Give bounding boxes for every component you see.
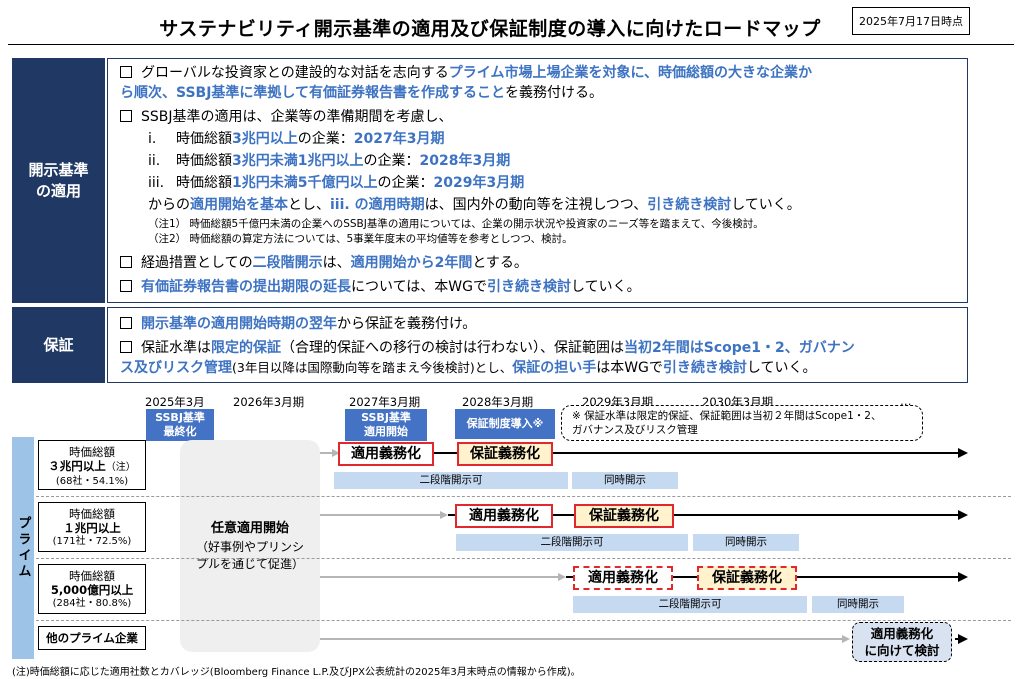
simultaneous-disclosure-band: 同時開示	[693, 534, 799, 551]
prime-market-label: プライム	[12, 437, 34, 659]
schedule-item-2: ii.時価総額3兆円未満1兆円以上の企業：2028年3月期	[148, 153, 511, 169]
year-label: 2025年3月	[145, 395, 205, 409]
year-label: 2026年3月期	[233, 395, 305, 409]
section-box-disclosure: グローバルな投資家との建設的な対話を志向するプライム市場上場企業を対象に、時価総…	[107, 58, 968, 303]
year-label: …	[900, 394, 912, 408]
assurance-bullet-2: 保証水準は限定的保証（合理的保証への移行の検討は行わない）、保証範囲は当初2年間…	[120, 338, 855, 358]
row-divider	[36, 620, 1011, 621]
section-label-assurance: 保証	[12, 307, 105, 383]
section-box-assurance: 開示基準の適用開始時期の翌年から保証を義務付け。 保証水準は限定的保証（合理的保…	[107, 307, 968, 383]
timeline-grey-arrow	[320, 576, 558, 578]
two-stage-disclosure-band: 二段階開示可	[334, 472, 568, 489]
date-stamp: 2025年7月17日時点	[852, 7, 970, 35]
disclosure-bullet-3: 経過措置としての二段階開示は、適用開始から2年間とする。	[120, 253, 528, 273]
note-1: （注1） 時価総額5千億円未満の企業へのSSBJ基準の適用については、企業の開示…	[148, 218, 764, 230]
category-3-trillion: 時価総額 ３兆円以上（注） (68社・54.1%)	[38, 440, 146, 490]
mandatory-assurance-badge: 保証義務化	[457, 442, 553, 466]
checkbox-bullet-icon	[120, 280, 132, 292]
disclosure-bullet-1: グローバルな投資家との建設的な対話を志向するプライム市場上場企業を対象に、時価総…	[120, 63, 812, 83]
arrowhead-icon	[958, 634, 968, 644]
timeline-arrow	[448, 514, 958, 516]
assurance-bullet-2-cont: ス及びリスク管理(3年目以降は国際動向等を踏まえ今後検討)とし、保証の担い手は本…	[120, 360, 817, 376]
checkbox-bullet-icon	[120, 317, 132, 329]
two-stage-disclosure-band: 二段階開示可	[456, 534, 688, 551]
checkbox-bullet-icon	[120, 66, 132, 78]
consider-mandatory-box: 適用義務化 に向けて検討	[852, 622, 952, 662]
title-divider	[8, 44, 1014, 45]
mandatory-application-badge: 適用義務化	[338, 442, 434, 466]
timeline-grey-arrow	[320, 452, 332, 454]
event-ssbj-final: SSBJ基準 最終化	[146, 409, 214, 441]
row-divider	[36, 496, 1011, 497]
checkbox-bullet-icon	[120, 110, 132, 122]
mandatory-application-badge: 適用義務化	[573, 566, 673, 590]
category-500-billion: 時価総額 5,000億円以上 (284社・80.8%)	[38, 564, 146, 614]
arrowhead-icon	[440, 511, 448, 519]
timeline-arrow	[955, 638, 958, 640]
event-assurance-start: 保証制度導入※	[455, 409, 555, 439]
event-ssbj-start: SSBJ基準 適用開始	[345, 409, 427, 441]
page-title: サステナビリティ開示基準の適用及び保証制度の導入に向けたロードマップ	[159, 18, 821, 40]
schedule-item-3: iii.時価総額1兆円未満5千億円以上の企業：2029年3月期	[148, 175, 525, 191]
voluntary-subtitle: （好事例やプリンシ プルを通じて促進）	[195, 539, 304, 571]
simultaneous-disclosure-band: 同時開示	[572, 472, 678, 489]
disclosure-bullet-2: SSBJ基準の適用は、企業等の準備期間を考慮し、	[120, 107, 453, 127]
two-stage-disclosure-band: 二段階開示可	[573, 596, 807, 613]
arrowhead-icon	[842, 635, 850, 643]
checkbox-bullet-icon	[120, 341, 132, 353]
voluntary-application-box: 任意適用開始 （好事例やプリンシ プルを通じて促進）	[180, 440, 320, 652]
note-2: （注2） 時価総額の算定方法については、5事業年度末の平均値等を参考としつつ、検…	[148, 233, 573, 245]
mandatory-assurance-badge: 保証義務化	[574, 504, 674, 528]
checkbox-bullet-icon	[120, 256, 132, 268]
simultaneous-disclosure-band: 同時開示	[812, 596, 904, 613]
schedule-item-1: i.時価総額3兆円以上の企業：2027年3月期	[148, 131, 445, 147]
arrowhead-icon	[332, 449, 340, 457]
arrowhead-icon	[958, 448, 968, 458]
year-label: 2028年3月期	[462, 395, 534, 409]
row-divider	[36, 558, 1011, 559]
voluntary-title: 任意適用開始	[210, 520, 289, 536]
section-label-disclosure: 開示基準 の適用	[12, 58, 105, 303]
timeline-grey-arrow	[320, 638, 842, 640]
scope-note: ※ 保証水準は限定的保証、保証範囲は当初２年間はScope1・2、 ガバナンス及…	[561, 405, 923, 441]
year-label: 2027年3月期	[349, 395, 421, 409]
footnote: (注)時価総額に応じた適用社数とカバレッジ(Bloomberg Finance …	[12, 667, 581, 678]
arrowhead-icon	[558, 573, 566, 581]
disclosure-continuation: からの適用開始を基本とし、iii. の適用時期は、国内外の動向等を注視しつつ、引…	[148, 197, 801, 213]
timeline-arrow	[340, 452, 958, 454]
mandatory-application-badge: 適用義務化	[455, 504, 553, 528]
disclosure-bullet-1-cont: ら順次、SSBJ基準に準拠して有価証券報告書を作成することを義務付ける。	[120, 85, 603, 101]
category-other-prime: 他のプライム企業	[38, 626, 146, 650]
category-1-trillion: 時価総額 １兆円以上 (171社・72.5%)	[38, 502, 146, 552]
disclosure-bullet-4: 有価証券報告書の提出期限の延長については、本WGで引き続き検討していく。	[120, 277, 641, 297]
arrowhead-icon	[958, 572, 968, 582]
arrowhead-icon	[958, 510, 968, 520]
timeline-grey-arrow	[320, 514, 440, 516]
mandatory-assurance-badge: 保証義務化	[697, 566, 797, 590]
assurance-bullet-1: 開示基準の適用開始時期の翌年から保証を義務付け。	[120, 314, 476, 334]
